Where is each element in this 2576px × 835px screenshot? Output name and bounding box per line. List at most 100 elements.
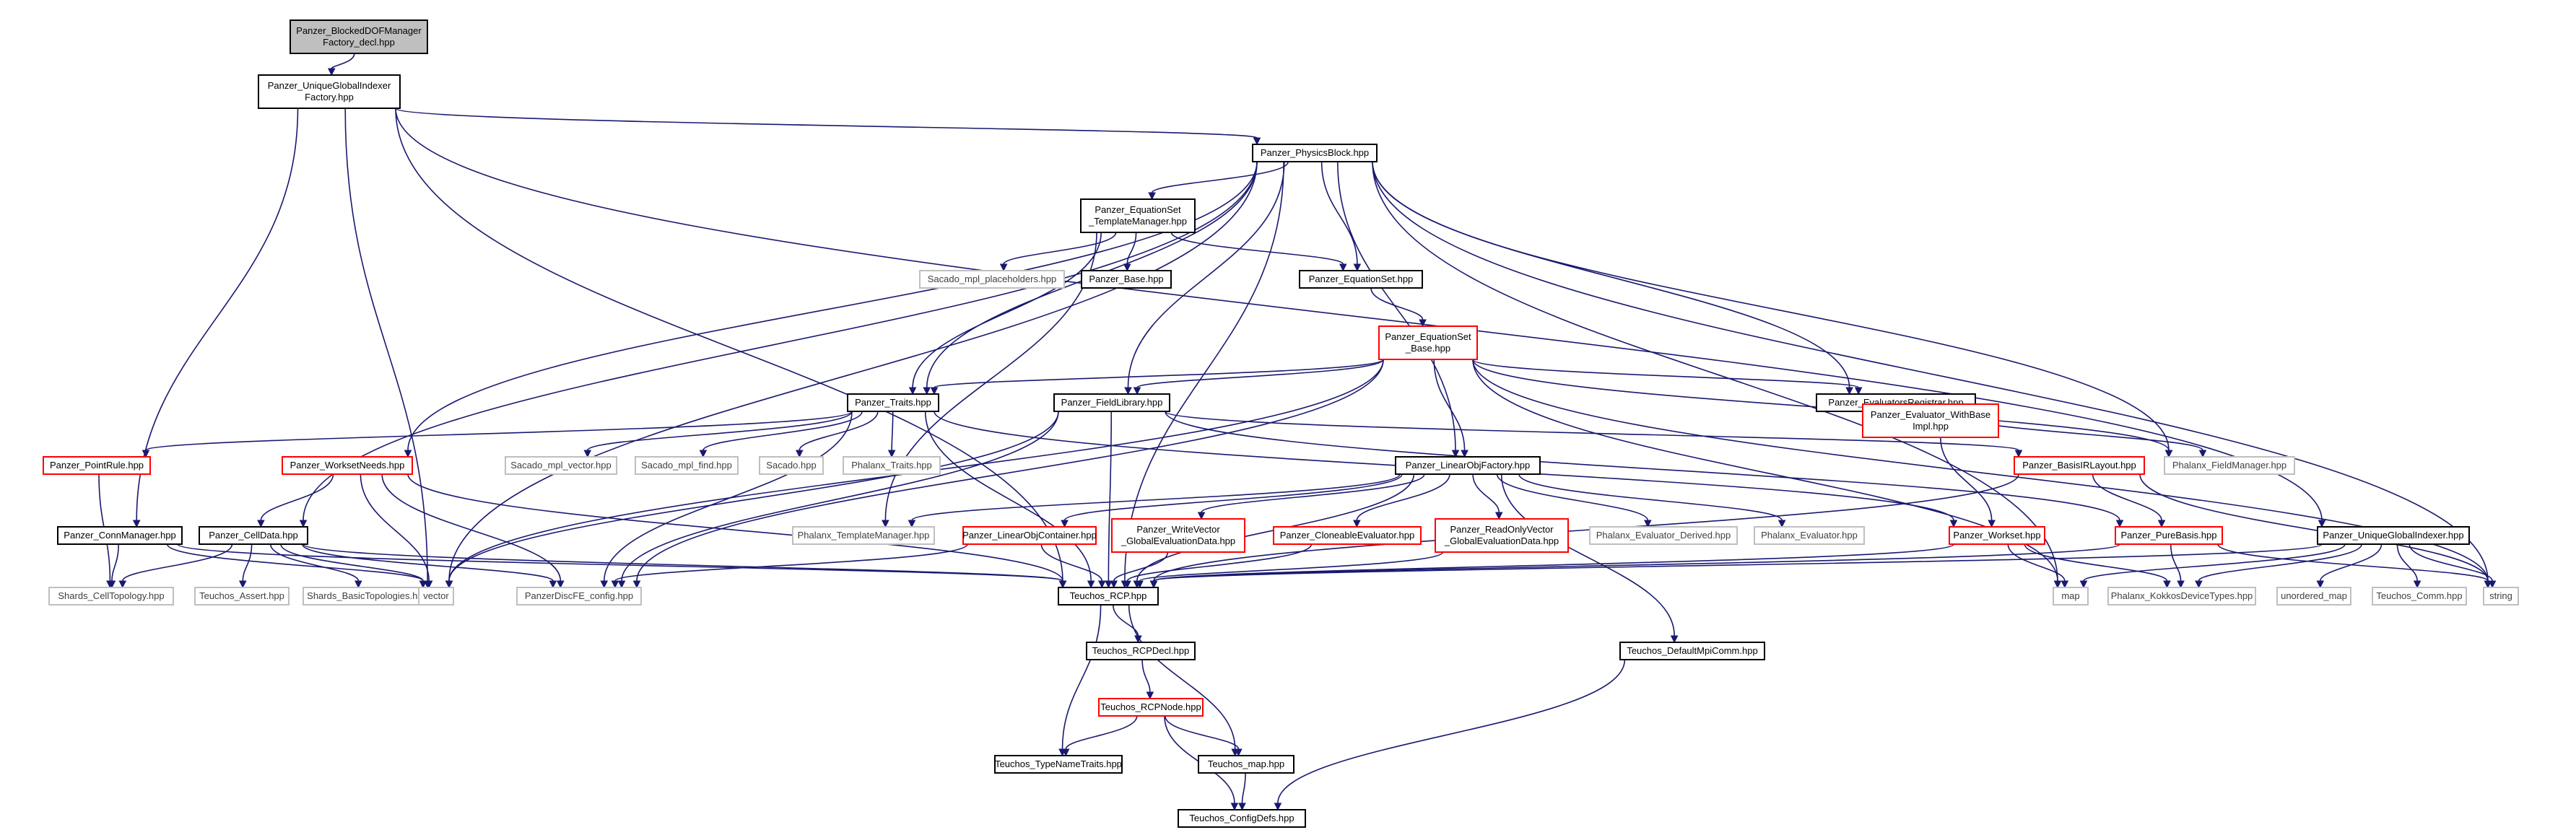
arrowhead: [1136, 580, 1144, 589]
node-panzer-base[interactable]: Panzer_Base.hpp: [1081, 270, 1172, 289]
node-purebasis[interactable]: Panzer_PureBasis.hpp: [2115, 526, 2223, 545]
node-eqset-base[interactable]: Panzer_EquationSet_Base.hpp: [1378, 325, 1478, 360]
node-fieldlib[interactable]: Panzer_FieldLibrary.hpp: [1053, 393, 1170, 412]
node-box: [1299, 270, 1423, 289]
node-connmgr[interactable]: Panzer_ConnManager.hpp: [57, 526, 183, 545]
edge-rcp-to-typenametraits: [1058, 604, 1102, 757]
edge-eqset_base-to-string: [1472, 359, 2492, 589]
edge-line: [1151, 161, 1289, 193]
node-teuchos-map[interactable]: Teuchos_map.hpp: [1198, 755, 1294, 774]
node-traits[interactable]: Panzer_Traits.hpp: [847, 393, 939, 412]
node-pointrule[interactable]: Panzer_PointRule.hpp: [43, 456, 151, 475]
node-label: _Base.hpp: [1405, 343, 1450, 354]
arrowhead: [1451, 450, 1460, 458]
edge-line: [136, 108, 299, 521]
edge-line: [1061, 604, 1102, 750]
node-configdefs[interactable]: Teuchos_ConfigDefs.hpp: [1178, 809, 1306, 828]
edge-purebasis-to-kokkos_dt: [2170, 543, 2185, 589]
arrowhead: [1133, 387, 1141, 395]
node-box: [418, 587, 454, 606]
node-unordered-map[interactable]: unordered_map: [2276, 587, 2351, 606]
node-eqset-tm[interactable]: Panzer_EquationSet_TemplateManager.hpp: [1080, 198, 1196, 233]
edge-line: [2007, 543, 2066, 582]
edge-line: [395, 108, 1258, 139]
arrowhead: [2316, 580, 2325, 589]
node-map[interactable]: map: [2053, 587, 2089, 606]
node-string[interactable]: string: [2483, 587, 2519, 606]
node-teuchos-comm[interactable]: Teuchos_Comm.hpp: [2372, 587, 2467, 606]
node-eqset[interactable]: Panzer_EquationSet.hpp: [1299, 270, 1423, 289]
node-box: [1081, 270, 1172, 289]
node-pdfe-config[interactable]: PanzerDiscFE_config.hpp: [516, 587, 642, 606]
node-box: [635, 456, 739, 475]
node-typenametraits[interactable]: Teuchos_TypeNameTraits.hpp: [994, 755, 1123, 774]
edge-traits-to-pointrule: [142, 411, 853, 458]
arrowhead: [1845, 387, 1853, 395]
node-box: [303, 587, 432, 606]
node-phalanx-traits[interactable]: Phalanx_Traits.hpp: [843, 456, 941, 475]
edge-line: [2170, 543, 2182, 582]
edge-celldata-to-shards_ct: [118, 543, 233, 589]
node-ugi[interactable]: Panzer_UniqueGlobalIndexer.hpp: [2317, 526, 2470, 545]
node-rcp[interactable]: Teuchos_RCP.hpp: [1058, 587, 1159, 606]
node-label: unordered_map: [2281, 590, 2347, 601]
node-box: [194, 587, 290, 606]
edge-line: [1065, 715, 1138, 750]
node-sacado-mpl-vec[interactable]: Sacado_mpl_vector.hpp: [505, 456, 617, 475]
node-linobjcont[interactable]: Panzer_LinearObjContainer.hpp: [962, 526, 1097, 545]
node-readonlyvec[interactable]: Panzer_ReadOnlyVector_GlobalEvaluationDa…: [1435, 518, 1569, 553]
node-linobjfac[interactable]: Panzer_LinearObjFactory.hpp: [1395, 456, 1541, 475]
node-wsneeds[interactable]: Panzer_WorksetNeeds.hpp: [282, 456, 413, 475]
node-phalanx-tm[interactable]: Phalanx_TemplateManager.hpp: [792, 526, 935, 545]
edge-ugi-to-rcp: [1149, 543, 2323, 589]
node-label: Phalanx_Evaluator.hpp: [1761, 530, 1858, 541]
node-defmpicomm[interactable]: Teuchos_DefaultMpiComm.hpp: [1619, 642, 1765, 660]
edge-workset-to-kokkos_dt: [2024, 543, 2171, 589]
node-box: [1754, 526, 1865, 545]
node-box: [1058, 587, 1159, 606]
node-label: _GlobalEvaluationData.hpp: [1444, 535, 1559, 546]
edge-line: [1127, 161, 1285, 388]
edge-eqset_base-to-pdfe_config: [632, 359, 1384, 589]
node-teuchos-assert[interactable]: Teuchos_Assert.hpp: [194, 587, 290, 606]
node-writevec[interactable]: Panzer_WriteVector_GlobalEvaluationData.…: [1111, 518, 1245, 553]
node-phalanx-eval[interactable]: Phalanx_Evaluator.hpp: [1754, 526, 1865, 545]
edge-line: [1126, 543, 1313, 582]
node-physblock[interactable]: Panzer_PhysicsBlock.hpp: [1252, 144, 1378, 162]
node-label: Phalanx_Traits.hpp: [851, 460, 932, 471]
arrowhead: [299, 520, 308, 528]
node-basisir[interactable]: Panzer_BasisIRLayout.hpp: [2014, 456, 2145, 475]
arrowhead: [699, 450, 708, 458]
edge-eqset_tm-to-traits: [908, 232, 1102, 395]
node-label: Impl.hpp: [1913, 421, 1949, 432]
node-box: [843, 456, 941, 475]
node-label: Sacado_mpl_find.hpp: [641, 460, 732, 471]
node-sacado[interactable]: Sacado.hpp: [759, 456, 824, 475]
edge-line: [604, 411, 853, 582]
node-sacado-mpl-find[interactable]: Sacado_mpl_find.hpp: [635, 456, 739, 475]
arrowhead: [2163, 580, 2171, 589]
edge-line: [1277, 659, 1626, 804]
edge-line: [1370, 287, 1424, 320]
node-sacado-mpl-ph[interactable]: Sacado_mpl_placeholders.hpp: [919, 270, 1065, 289]
node-shards-ct[interactable]: Shards_CellTopology.hpp: [48, 587, 174, 606]
node-cloneable[interactable]: Panzer_CloneableEvaluator.hpp: [1273, 526, 1422, 545]
arrowhead: [1110, 580, 1118, 589]
node-rcpnode[interactable]: Teuchos_RCPNode.hpp: [1098, 698, 1204, 717]
node-label: Panzer_PureBasis.hpp: [2121, 530, 2217, 541]
node-phalanx-fm[interactable]: Phalanx_FieldManager.hpp: [2164, 456, 2295, 475]
edge-line: [1356, 473, 1450, 521]
node-workset[interactable]: Panzer_Workset.hpp: [1949, 526, 2045, 545]
node-rcpdecl[interactable]: Teuchos_RCPDecl.hpp: [1086, 642, 1196, 660]
node-vector[interactable]: vector: [418, 587, 454, 606]
node-shards-bt[interactable]: Shards_BasicTopologies.hpp: [303, 587, 432, 606]
node-celldata[interactable]: Panzer_CellData.hpp: [199, 526, 308, 545]
node-kokkos-dt[interactable]: Phalanx_KokkosDeviceTypes.hpp: [2107, 587, 2256, 606]
node-label: Teuchos_map.hpp: [1208, 759, 1284, 769]
node-phalanx-evald[interactable]: Phalanx_Evaluator_Derived.hpp: [1589, 526, 1738, 545]
edge-line: [1153, 473, 2019, 582]
